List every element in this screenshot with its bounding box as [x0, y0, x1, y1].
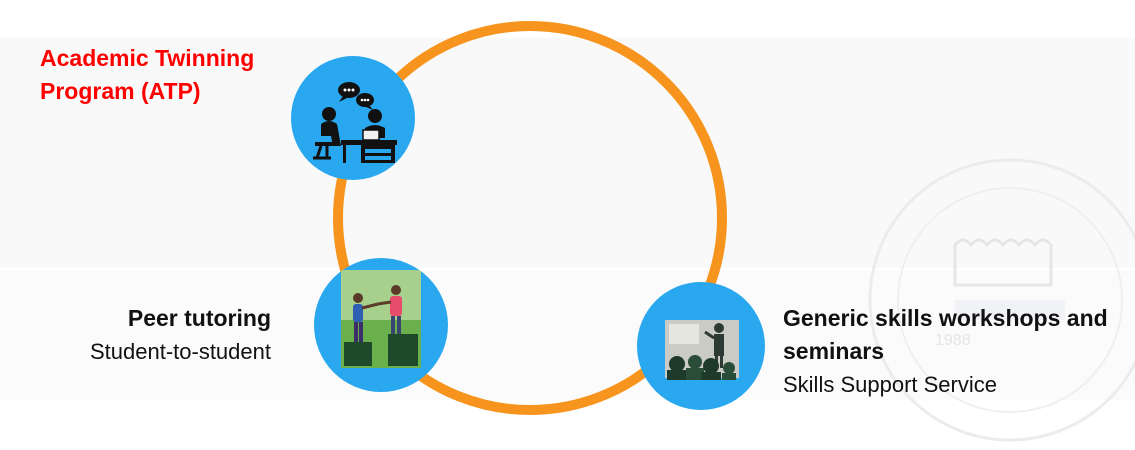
generic-title: Generic skills workshops and seminars — [783, 305, 1108, 364]
generic-label: Generic skills workshops and seminars Sk… — [783, 302, 1133, 401]
peer-label: Peer tutoring Student-to-student — [90, 302, 271, 368]
seminar-presenter-icon — [665, 320, 739, 380]
mentoring-conversation-icon — [313, 82, 397, 163]
university-crest-watermark: 1988 — [868, 158, 1135, 442]
peer-help-handshake-icon — [341, 270, 421, 368]
peer-node — [314, 258, 448, 392]
background-band-lower — [0, 270, 1135, 400]
atp-node — [291, 56, 415, 180]
background-band — [0, 38, 1135, 268]
atp-title: Academic Twinning Program (ATP) — [40, 45, 255, 104]
generic-skills-node — [637, 282, 765, 410]
peer-title: Peer tutoring — [127, 305, 271, 331]
generic-subtitle: Skills Support Service — [783, 372, 997, 397]
watermark-year: 1988 — [935, 332, 971, 349]
peer-subtitle: Student-to-student — [89, 339, 271, 364]
